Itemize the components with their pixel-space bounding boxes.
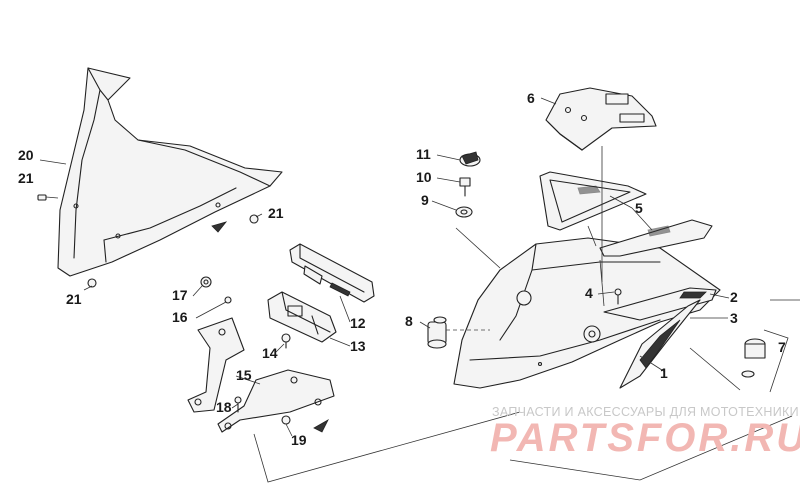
bolt-18 [234,396,242,413]
decal-2 [603,287,717,321]
screw-21-bottom [87,278,97,288]
callout-15: 15 [236,367,252,383]
nut-9 [455,206,473,218]
callout-21-right: 21 [268,205,284,221]
callout-21-bottom: 21 [66,291,82,307]
nut-17 [200,276,212,288]
callout-2: 2 [730,289,738,305]
arrow-marker-bracket [313,418,329,433]
callout-19: 19 [291,432,307,448]
washer-16 [224,296,232,304]
callout-labels: 1 2 3 4 5 6 7 8 9 10 11 12 13 14 15 16 1… [18,90,786,448]
visor-6 [545,87,657,151]
callout-1: 1 [660,365,668,381]
callout-11: 11 [416,146,431,162]
assembly-guides [253,146,793,483]
callout-12: 12 [350,315,366,331]
watermark-subtitle: ЗАПЧАСТИ И АКСЕССУАРЫ ДЛЯ МОТОТЕХНИКИ [492,405,799,419]
screw-4 [614,288,622,305]
switch-8 [427,316,447,349]
leader-lines [39,97,800,437]
socket-7 [741,338,766,378]
callout-13: 13 [350,338,366,354]
callout-8: 8 [405,313,413,329]
callout-18: 18 [216,399,232,415]
callout-16: 16 [172,309,188,325]
screw-19 [281,415,291,425]
callout-20: 20 [18,147,34,163]
callout-3: 3 [730,310,738,326]
lens-panel-5-upper [539,171,647,231]
bolt-14 [281,333,291,349]
windshield [57,67,283,277]
callout-7: 7 [778,339,786,355]
callout-10: 10 [416,169,432,185]
lens-panel-5-lower [599,219,713,257]
watermark-brand: PARTSFOR.RU [490,416,800,460]
gauge-housing-12 [289,243,375,303]
callout-6: 6 [527,90,535,106]
arrow-marker-windshield [211,221,228,233]
callout-5: 5 [635,200,643,216]
bracket-15 [187,317,335,433]
callout-4: 4 [585,285,593,301]
decal-3 [619,299,701,389]
callout-14: 14 [262,345,278,361]
screw-21-right [249,214,259,224]
callout-21-left: 21 [18,170,34,186]
key-cap-11 [459,151,481,167]
key-10 [459,177,471,197]
mount-bracket-13 [267,291,337,343]
callout-9: 9 [421,192,429,208]
hood-cowl [453,237,721,389]
screw-21-left [37,194,59,201]
callout-17: 17 [172,287,188,303]
